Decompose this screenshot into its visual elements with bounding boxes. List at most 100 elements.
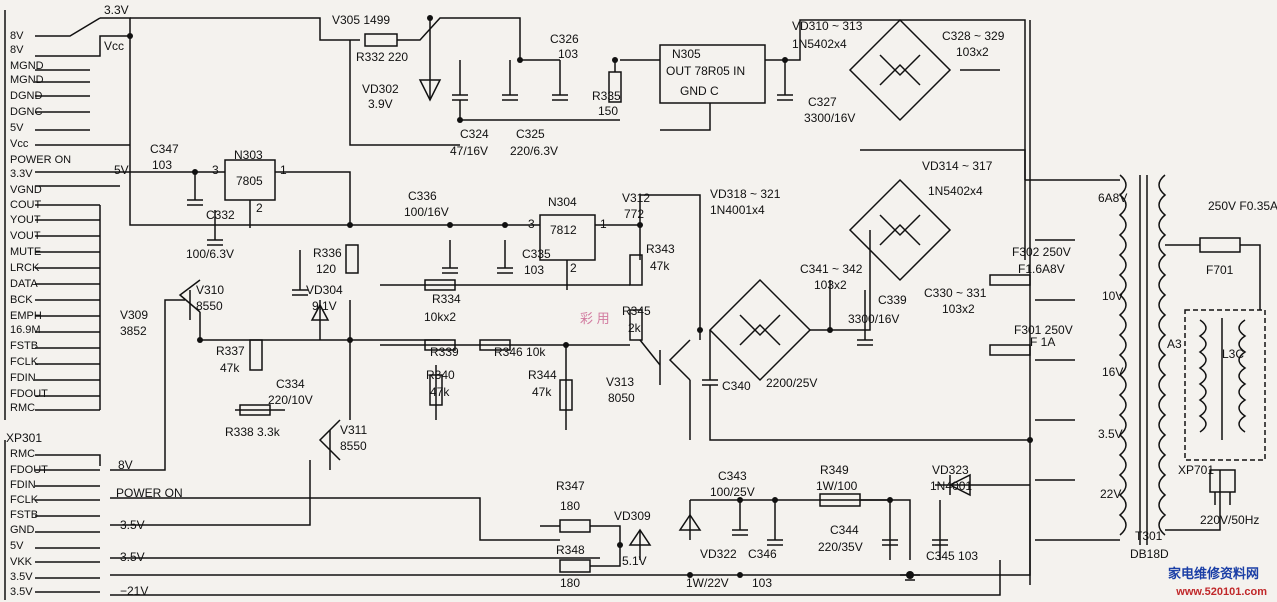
pin-label: 5V bbox=[10, 540, 24, 552]
stamp-mark: 彩 用 bbox=[580, 311, 610, 326]
part-vd310-value: 1N5402x4 bbox=[792, 37, 847, 51]
part-a3: A3 bbox=[1167, 337, 1182, 351]
winding-label: 3.5V bbox=[1098, 427, 1123, 441]
part-r345-value: 2k bbox=[628, 321, 641, 335]
part-r347: R347 bbox=[556, 479, 585, 493]
part-r345: R345 bbox=[622, 304, 651, 318]
pin-label: Vcc bbox=[10, 138, 29, 150]
part-c340: C340 bbox=[722, 379, 751, 393]
part-c326: C326 bbox=[550, 32, 579, 46]
part-vd323: VD323 bbox=[932, 463, 969, 477]
part-v313-value: 8050 bbox=[608, 391, 635, 405]
pin-label: MUTE bbox=[10, 246, 42, 258]
part-r338: R338 3.3k bbox=[225, 425, 280, 439]
pin-label: 3.5V bbox=[10, 571, 33, 583]
part-c336: C336 bbox=[408, 189, 437, 203]
part-c341: C341 ~ 342 bbox=[800, 262, 863, 276]
part-n305-pins: OUT 78R05 IN bbox=[666, 64, 746, 78]
part-xp701: XP701 bbox=[1178, 463, 1215, 477]
part-n304-pin: 3 bbox=[528, 217, 535, 231]
connector-ref: XP301 bbox=[6, 431, 43, 445]
part-f301: F301 250V bbox=[1014, 323, 1073, 337]
pin-label: FSTB bbox=[10, 509, 39, 521]
part-r336-value: 120 bbox=[316, 262, 337, 276]
part-c347-value: 103 bbox=[152, 158, 173, 172]
rail-minus-21v: −21V bbox=[120, 584, 149, 598]
pin-label: EMPH bbox=[10, 310, 42, 322]
winding-label: 22V bbox=[1100, 487, 1122, 501]
pin-label: 16.9M bbox=[10, 324, 41, 336]
part-r337: R337 bbox=[216, 344, 245, 358]
part-vd304-value: 9.1V bbox=[312, 299, 337, 313]
pin-label: 5V bbox=[10, 122, 24, 134]
pin-label: VKK bbox=[10, 556, 33, 568]
pin-label: LRCK bbox=[10, 262, 40, 274]
pin-label: RMC bbox=[10, 448, 36, 460]
winding-label: 10V bbox=[1102, 289, 1124, 303]
pin-label: VOUT bbox=[10, 230, 41, 242]
part-vd304: VD304 bbox=[306, 283, 343, 297]
part-c335-value: 103 bbox=[524, 263, 545, 277]
part-vd314: VD314 ~ 317 bbox=[922, 159, 993, 173]
rail-3v3: 3.3V bbox=[104, 3, 129, 17]
part-vd310: VD310 ~ 313 bbox=[792, 19, 863, 33]
part-r335: R335 bbox=[592, 89, 621, 103]
part-c346: C346 bbox=[748, 547, 777, 561]
part-r348: R348 bbox=[556, 543, 585, 557]
pin-label: COUT bbox=[10, 199, 42, 211]
part-c340-value: 2200/25V bbox=[766, 376, 818, 390]
part-c327-value: 3300/16V bbox=[804, 111, 856, 125]
part-v313: V313 bbox=[606, 375, 635, 389]
part-n303: N303 bbox=[234, 148, 263, 162]
part-c334: C334 bbox=[276, 377, 305, 391]
rail-3v5: 3.5V bbox=[120, 550, 145, 564]
part-n305-gnd: GND C bbox=[680, 84, 719, 98]
part-c345: C345 103 bbox=[926, 549, 979, 563]
part-vd309: VD309 bbox=[614, 509, 651, 523]
winding-label: 16V bbox=[1102, 365, 1124, 379]
part-r334-value: 10kx2 bbox=[424, 310, 457, 324]
rail-vcc: Vcc bbox=[104, 39, 125, 53]
part-f302: F302 250V bbox=[1012, 245, 1071, 259]
pin-label: POWER ON bbox=[10, 154, 72, 166]
part-c325-value: 220/6.3V bbox=[510, 144, 559, 158]
part-r339: R339 bbox=[430, 345, 459, 359]
pin-label: DGNC bbox=[10, 106, 43, 118]
part-c346-value: 103 bbox=[752, 576, 773, 590]
pin-label: VGND bbox=[10, 184, 42, 196]
pin-label: FDIN bbox=[10, 479, 36, 491]
part-c335: C335 bbox=[522, 247, 551, 261]
part-r349-value: 1W/100 bbox=[816, 479, 858, 493]
part-v305: V305 1499 bbox=[332, 13, 391, 27]
part-c325: C325 bbox=[516, 127, 545, 141]
part-c332: C332 bbox=[206, 208, 235, 222]
part-n304-pin: 2 bbox=[570, 261, 577, 275]
part-r335-value: 150 bbox=[598, 104, 619, 118]
part-r337-value: 47k bbox=[220, 361, 240, 375]
pin-label: 8V bbox=[10, 44, 24, 56]
pin-label: MGND bbox=[10, 60, 44, 72]
part-c339-value: 3300/16V bbox=[848, 312, 900, 326]
part-vd302: VD302 bbox=[362, 82, 399, 96]
part-r340: R340 bbox=[426, 368, 455, 382]
pin-label: 3.5V bbox=[10, 586, 33, 598]
watermark-url: www.520101.com bbox=[1176, 586, 1267, 598]
part-vd323-value: 1N4001 bbox=[930, 479, 973, 493]
rail-power-on: POWER ON bbox=[116, 486, 183, 500]
rail-5v: 5V bbox=[114, 163, 129, 177]
part-c347: C347 bbox=[150, 142, 179, 156]
part-r343-value: 47k bbox=[650, 259, 670, 273]
part-r334: R334 bbox=[432, 292, 461, 306]
part-l3c: L3C bbox=[1222, 347, 1245, 361]
part-c324: C324 bbox=[460, 127, 489, 141]
pin-label: FSTB bbox=[10, 340, 39, 352]
part-v311-value: 8550 bbox=[340, 439, 367, 453]
pin-label: FDIN bbox=[10, 372, 36, 384]
part-vd318-value: 1N4001x4 bbox=[710, 203, 765, 217]
pin-label: 8V bbox=[10, 30, 24, 42]
part-n303-pin: 1 bbox=[280, 163, 287, 177]
part-c341-value: 103x2 bbox=[814, 278, 847, 292]
part-r347-value: 180 bbox=[560, 499, 581, 513]
rail-8v: 8V bbox=[118, 458, 133, 472]
